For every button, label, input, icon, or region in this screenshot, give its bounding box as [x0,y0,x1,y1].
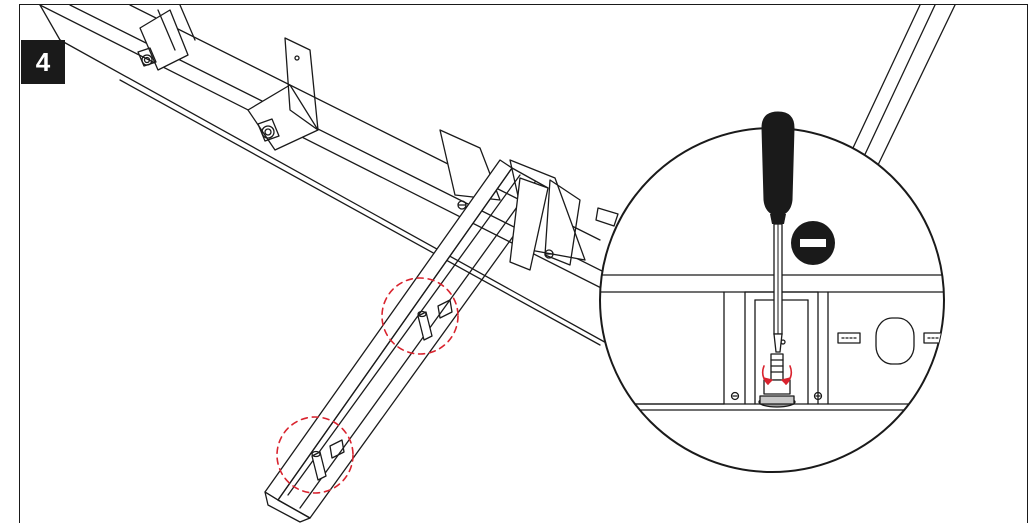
magnified-detail [599,127,945,473]
rail-bracket-1 [137,5,196,71]
leg-pin-upper [417,299,453,341]
frame-rail [39,5,641,346]
step-number-badge: 4 [21,40,65,84]
folding-leg [264,159,549,523]
minus-sign-icon [791,221,835,265]
leg-pin-lower [311,439,345,481]
flathead-screwdriver-icon [761,111,795,353]
illustration-frame [19,4,1028,523]
highlight-circle-upper [381,277,459,355]
table-leg-upright [844,5,956,166]
highlight-circle-lower [276,416,354,494]
rail-bracket-2 [247,37,319,151]
